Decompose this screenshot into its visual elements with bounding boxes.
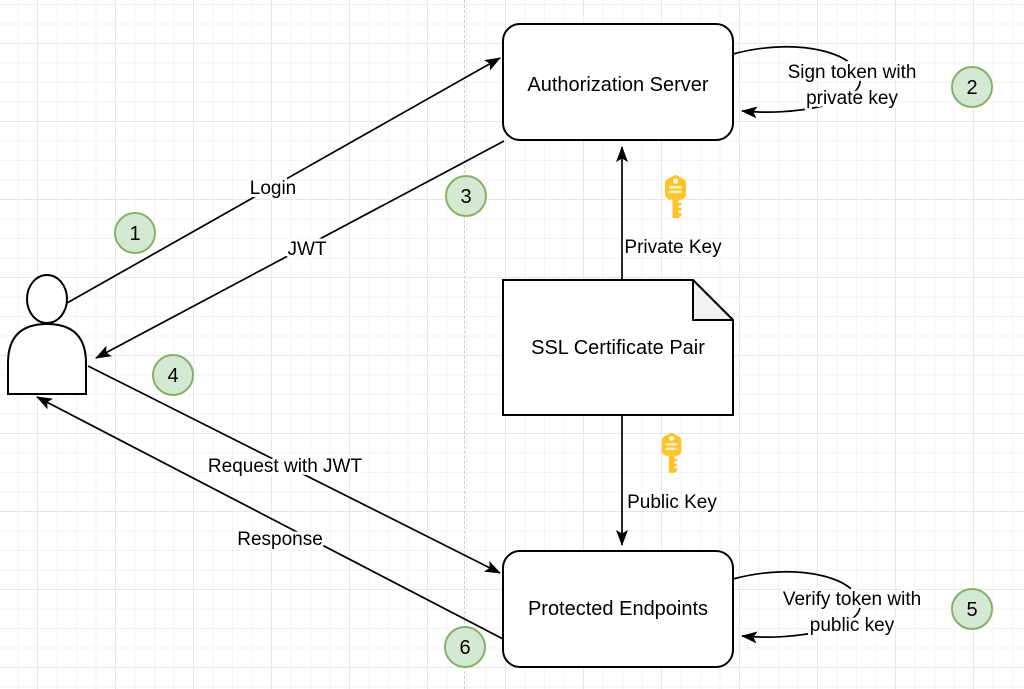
public-key-edge[interactable]: Public Key: [616, 416, 720, 546]
private-key-edge-label[interactable]: Private Key: [621, 234, 725, 261]
step-number: 1: [129, 223, 140, 245]
step-number: 2: [966, 77, 977, 99]
private-key-icon[interactable]: [665, 174, 686, 218]
public-key-icon[interactable]: [661, 432, 682, 473]
private-key-edge[interactable]: Private Key: [616, 146, 725, 279]
step-badge-3[interactable]: 3: [445, 175, 487, 217]
step-badge-1[interactable]: 1: [114, 212, 156, 254]
authorization-server-node[interactable]: Authorization Server: [502, 23, 734, 141]
request-edge-label[interactable]: Request with JWT: [205, 453, 366, 480]
jwt-edge[interactable]: JWT: [95, 140, 505, 359]
ssl-certificate-pair-node[interactable]: SSL Certificate Pair: [502, 279, 734, 416]
sign-token-label-line2[interactable]: private key: [803, 85, 901, 112]
response-edge-label[interactable]: Response: [234, 526, 326, 553]
step-badge-6[interactable]: 6: [444, 626, 486, 668]
step-number: 6: [459, 637, 470, 659]
user-actor[interactable]: [7, 274, 87, 395]
step-badge-2[interactable]: 2: [951, 66, 993, 108]
step-number: 3: [460, 186, 471, 208]
step-number: 5: [966, 599, 977, 621]
person-body: [7, 322, 87, 395]
authorization-server-label: Authorization Server: [527, 74, 709, 96]
protected-endpoints-node[interactable]: Protected Endpoints: [502, 550, 734, 668]
login-edge[interactable]: Login: [66, 57, 501, 304]
protected-endpoints-label: Protected Endpoints: [528, 598, 708, 620]
step-number: 4: [167, 365, 178, 387]
response-edge[interactable]: Response: [36, 396, 506, 641]
verify-token-loop-edge[interactable]: Verify token with public key: [732, 571, 924, 644]
request-with-jwt-edge[interactable]: Request with JWT: [87, 365, 501, 574]
sign-token-label-line1[interactable]: Sign token with: [785, 59, 920, 86]
ssl-certificate-pair-label: SSL Certificate Pair: [531, 337, 705, 359]
verify-token-label-line1[interactable]: Verify token with: [780, 586, 924, 613]
page-break-guide: [464, 0, 465, 689]
sign-token-loop-edge[interactable]: Sign token with private key: [732, 46, 920, 119]
step-badge-4[interactable]: 4: [152, 354, 194, 396]
person-icon: [26, 274, 68, 324]
jwt-edge-label[interactable]: JWT: [284, 236, 329, 263]
verify-token-label-line2[interactable]: public key: [807, 612, 898, 639]
folded-corner: [692, 279, 734, 321]
login-edge-label[interactable]: Login: [247, 175, 300, 202]
public-key-edge-label[interactable]: Public Key: [624, 489, 720, 516]
step-badge-5[interactable]: 5: [951, 588, 993, 630]
